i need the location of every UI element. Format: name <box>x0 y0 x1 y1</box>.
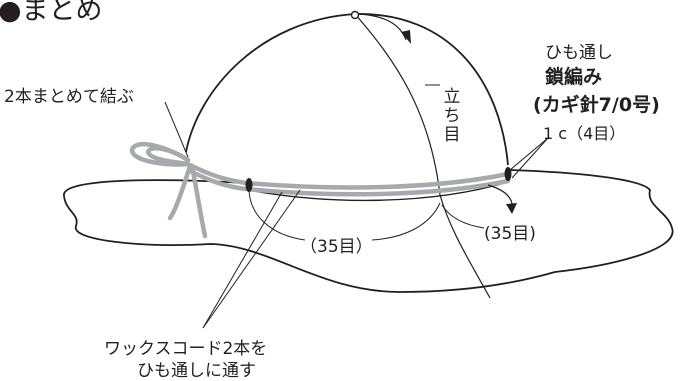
count-arc-left-b <box>371 202 441 241</box>
stitch-count-label: 1 c（4目） <box>543 124 626 143</box>
cord-through-label: ひも通し <box>545 43 613 63</box>
standing-char-3: 目 <box>443 125 461 145</box>
count-right-label: (35目) <box>484 224 536 244</box>
standing-char-1: 立 <box>443 87 461 107</box>
wax-cord-label-line1: ワックスコード2本を <box>104 339 268 359</box>
hat-brim <box>63 169 674 293</box>
standing-stitch-line <box>354 13 491 299</box>
crown-top-point <box>350 10 360 20</box>
page-title: ●まとめ <box>0 0 103 26</box>
wax-cord-label-line2: ひも通しに通す <box>137 361 256 381</box>
count-arrowhead <box>506 203 517 214</box>
tie-leader <box>164 101 189 158</box>
stitch-mark-left <box>245 178 253 192</box>
top-arrowhead <box>401 30 411 44</box>
chain-stitch-label: 鎖編み <box>545 66 603 88</box>
stitch-mark-right <box>504 167 512 181</box>
count-left-label: （35目） <box>300 237 373 257</box>
stitch-leader-b <box>511 137 549 179</box>
cord-bow <box>129 141 208 239</box>
cord-leader-b <box>202 191 283 329</box>
tie-together-label: 2本まとめて結ぶ <box>4 87 134 107</box>
standing-char-2: ち <box>443 106 461 126</box>
hook-size-label: (カギ針7/0号) <box>533 94 660 116</box>
standing-stitch-label: 立 ち 目 <box>442 88 462 145</box>
count-arc-right <box>441 204 485 229</box>
count-arc-left <box>248 189 306 241</box>
stitch-leader-a <box>509 137 549 171</box>
cord-leader-a <box>202 189 301 329</box>
wax-cord-upper <box>187 162 511 190</box>
wax-cord-lower <box>189 169 511 197</box>
top-direction-arrow <box>359 13 407 41</box>
